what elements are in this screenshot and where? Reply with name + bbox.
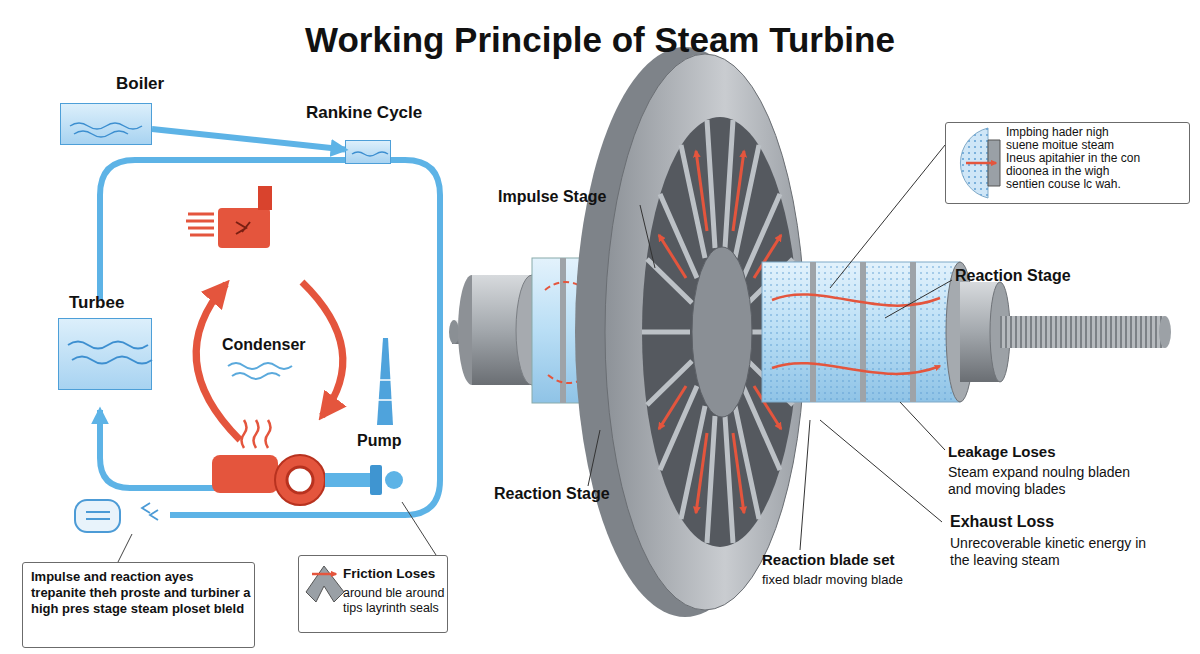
steam-arrow [733, 433, 744, 513]
cooling-tower-rings [378, 380, 392, 400]
tank-wave [72, 357, 152, 364]
cycle-arrow [302, 282, 343, 416]
turbine-icon [218, 208, 270, 248]
cycle-arrow [196, 284, 240, 440]
leader-line [900, 402, 945, 450]
water-wave [232, 373, 280, 379]
callout-box: Impulse and reaction ayes trepanite theh… [22, 562, 255, 648]
blade-icon [306, 566, 344, 602]
part-note: fixed bladr moving blade [762, 572, 903, 587]
water-wave [228, 363, 292, 369]
part-label: Leakage Loses [948, 443, 1056, 460]
steam-arrow [696, 433, 707, 513]
leader-line [885, 280, 952, 318]
node-heading: Impulse and reaction ayes trepanite theh… [31, 569, 251, 617]
seal-icon-dots [960, 128, 988, 198]
steam-arrow [659, 386, 686, 429]
leader-line [800, 420, 810, 550]
callout-box: Friction Loses around ble around tips lay… [298, 555, 448, 633]
heat-lines [242, 420, 271, 448]
tank-wave [70, 123, 142, 129]
flow-arrow [152, 129, 345, 150]
feed-tank-lines [86, 512, 110, 519]
callout-box: Impbing hader nigh suene moitue steam In… [945, 122, 1190, 204]
pump-body [212, 455, 278, 493]
leader-line [118, 534, 132, 562]
vessel-box: Rankine Cycle [345, 140, 391, 164]
steam-flow [772, 294, 940, 373]
seal-icon [960, 128, 988, 198]
tank-wave [352, 152, 388, 156]
part-label: Reaction Stage [494, 485, 610, 503]
node-heading: Rankine Cycle [306, 103, 422, 123]
steam-arrow [659, 235, 686, 278]
tank-wave [68, 342, 148, 349]
part-label: Condenser [222, 336, 306, 354]
leader-line [588, 430, 600, 486]
part-label: Pump [357, 432, 401, 450]
leak-arrow [966, 162, 996, 165]
pump-casing [275, 455, 325, 505]
pump-nozzle [385, 471, 403, 489]
feed-tank [75, 500, 120, 532]
return-pipe [100, 410, 215, 488]
friction-arrow [312, 573, 336, 576]
reaction-drum-dots [762, 262, 960, 402]
title: Working Principle of Steam Turbine [0, 20, 1200, 60]
turbine-rotor [236, 222, 250, 234]
leader-line [402, 502, 436, 555]
pump-outlet [325, 473, 373, 487]
part-note: Unrecoverable kinetic energy in the leav… [950, 535, 1150, 569]
wheel-hub [692, 247, 752, 417]
blade-row [810, 262, 816, 402]
blade-row [910, 262, 916, 402]
part-label: Impulse Stage [498, 188, 606, 206]
part-note: Steam expand noulng bladen and moving bl… [948, 464, 1143, 498]
flow-marks [142, 503, 158, 520]
tank-wave [74, 131, 128, 137]
pump-flange [370, 465, 382, 495]
part-label: Exhaust Loss [950, 513, 1054, 531]
steam-arrow [733, 151, 744, 231]
leader-line [820, 420, 942, 522]
shaft-end [449, 320, 459, 344]
turbine-stack [258, 186, 272, 210]
heat-lines [186, 214, 214, 235]
blade-row [860, 262, 866, 402]
vessel-box: Turbee [58, 318, 152, 390]
node-body: around ble around tips layrinth seals [343, 586, 447, 616]
threaded-shaft [1000, 316, 1165, 348]
shaft-end [1159, 316, 1171, 348]
steam-arrow [696, 151, 707, 231]
node-heading: Impbing hader nigh suene moitue steam In… [1006, 126, 1141, 191]
vessel-box: Boiler [60, 103, 152, 145]
leader-line [640, 205, 655, 268]
pump-eye [287, 467, 313, 493]
part-label: Reaction Stage [955, 267, 1071, 285]
node-heading: Friction Loses [343, 566, 447, 581]
leader-line [830, 145, 945, 288]
part-label: Reaction blade set [762, 551, 895, 568]
cooling-tower [377, 338, 393, 425]
node-heading: Boiler [116, 74, 164, 94]
seal-teeth [988, 140, 1000, 186]
reaction-drum [762, 262, 960, 402]
node-heading: Turbee [69, 293, 124, 313]
